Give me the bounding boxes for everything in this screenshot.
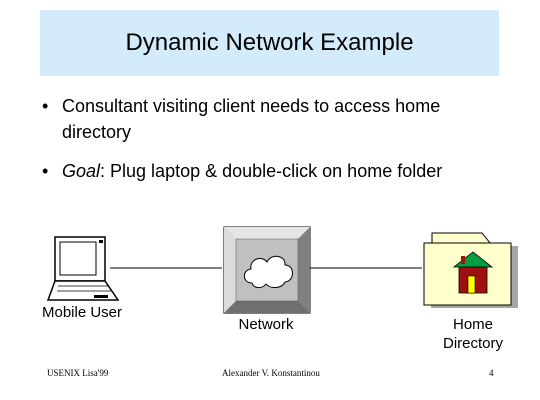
bullet-marker: •: [42, 161, 49, 181]
directory-label: Directory: [442, 335, 503, 352]
laptop-icon: [46, 236, 120, 301]
bullet-text: Goal: Plug laptop & double-click on home…: [62, 158, 482, 184]
slide-title: Dynamic Network Example: [125, 29, 414, 56]
goal-label: Goal: [62, 161, 101, 181]
cloud-icon: [223, 226, 311, 314]
bullet-marker: •: [42, 96, 49, 116]
house-folder-icon: [423, 232, 518, 308]
title-box: Dynamic Network Example: [40, 10, 499, 76]
page-number: 4: [489, 368, 494, 378]
goal-text: : Plug laptop & double-click on home fol…: [100, 161, 443, 181]
footer-left: USENIX Lisa'99: [47, 368, 109, 378]
footer-author: Alexander V. Konstantinou: [222, 368, 320, 378]
mobile-user-label: Mobile User: [41, 304, 123, 321]
network-label: Network: [238, 316, 294, 333]
home-label: Home: [452, 316, 493, 333]
bullet-text: Consultant visiting client needs to acce…: [62, 96, 441, 142]
